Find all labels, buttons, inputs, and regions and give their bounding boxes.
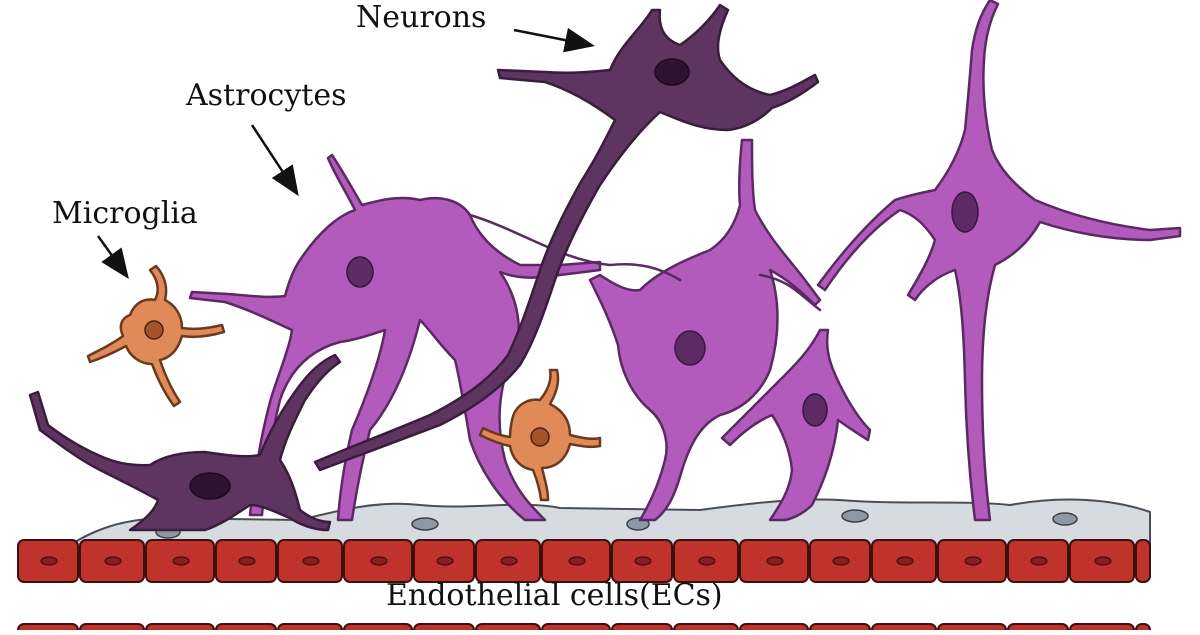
endothelial-nucleus	[500, 556, 518, 566]
neuron-nuclei	[189, 58, 690, 500]
astrocyte-2	[588, 138, 822, 522]
astrocyte-cells	[188, 0, 1182, 522]
endothelial-cell	[277, 623, 343, 635]
label-neurons: Neurons	[356, 0, 487, 35]
endothelial-row-bottom	[17, 623, 1151, 635]
endothelial-cell	[17, 623, 79, 635]
endothelial-nucleus	[1030, 556, 1048, 566]
endothelial-cell	[1007, 623, 1069, 635]
endothelial-cell	[611, 623, 673, 635]
astrocyte-4	[816, 0, 1182, 522]
endothelial-cell	[215, 623, 277, 635]
astrocyte-3	[720, 328, 872, 522]
endothelial-nucleus	[436, 556, 454, 566]
endothelial-cell	[79, 623, 145, 635]
endothelial-nucleus	[104, 556, 122, 566]
endothelial-cell	[343, 623, 413, 635]
endothelial-nucleus	[832, 556, 850, 566]
arrow-astrocytes	[250, 124, 299, 197]
endothelial-cell	[809, 623, 871, 635]
endothelial-nucleus	[634, 556, 652, 566]
endothelial-cell	[145, 623, 215, 635]
neuron-bottom-left	[28, 353, 342, 532]
endothelial-cell	[541, 623, 611, 635]
arrow-neurons	[513, 27, 595, 53]
endothelial-nucleus	[302, 556, 320, 566]
label-arrows	[96, 27, 595, 280]
astrocyte-1	[188, 153, 602, 522]
endothelial-nucleus	[698, 556, 716, 566]
endothelial-nucleus	[238, 556, 256, 566]
endothelial-cell	[739, 623, 809, 635]
endothelial-nucleus	[40, 556, 58, 566]
astrocyte-nuclei	[346, 191, 979, 427]
microglia-nuclei	[144, 320, 550, 447]
endothelial-nucleus	[964, 556, 982, 566]
label-microglia: Microglia	[52, 196, 198, 231]
neuron-cells	[28, 3, 820, 532]
endothelial-nucleus	[1094, 556, 1112, 566]
endothelial-cell	[1069, 623, 1135, 635]
astrocyte-process	[468, 213, 682, 282]
endothelial-cell	[475, 623, 541, 635]
endothelial-cell	[937, 623, 1007, 635]
endothelial-cell	[673, 623, 739, 635]
endothelial-cell	[1135, 623, 1151, 635]
label-astrocytes: Astrocytes	[186, 78, 347, 113]
endothelial-nucleus	[568, 556, 586, 566]
astrocyte-process-2	[758, 273, 822, 312]
endothelial-nucleus	[896, 556, 914, 566]
endothelial-cell	[413, 623, 475, 635]
arrow-microglia	[96, 235, 129, 280]
label-endothelial-cells: Endothelial cells(ECs)	[386, 578, 723, 613]
endothelial-nucleus	[370, 556, 388, 566]
endothelial-nucleus	[172, 556, 190, 566]
endothelial-row-top	[17, 539, 1151, 583]
endothelial-nucleus	[766, 556, 784, 566]
endothelial-cell	[871, 623, 937, 635]
endothelial-cell	[1135, 539, 1151, 583]
neuron-top	[313, 3, 820, 472]
